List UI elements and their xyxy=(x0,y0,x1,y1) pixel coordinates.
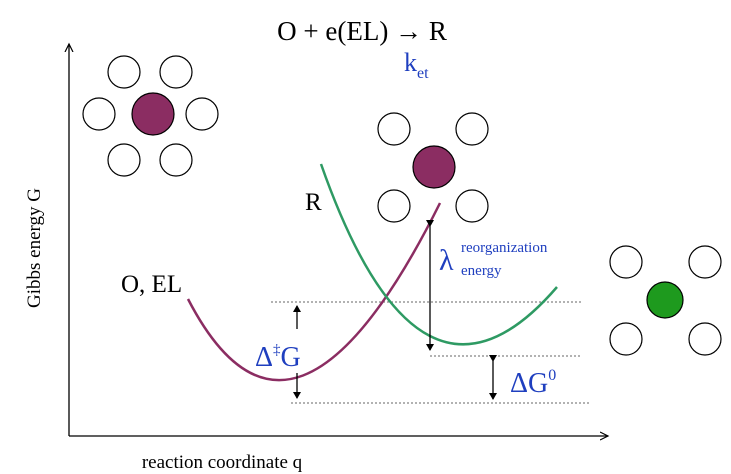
reactant-curve xyxy=(186,202,442,382)
reaction-equation: O + e(EL) → R xyxy=(277,16,447,46)
free-energy-text: ΔG xyxy=(510,368,548,399)
solvent-molecule xyxy=(107,55,141,89)
solvent-molecule xyxy=(688,322,722,356)
solvent-molecule xyxy=(159,143,193,177)
rate-constant-subscript: et xyxy=(417,65,429,82)
solvent-molecule xyxy=(107,143,141,177)
lambda-description-line1: reorganization xyxy=(461,240,548,256)
solvent-molecule xyxy=(455,189,489,223)
lambda-symbol: λ xyxy=(439,244,454,277)
solvent-molecule xyxy=(82,97,116,131)
activation-delta: Δ xyxy=(255,342,273,373)
central-ion-purple xyxy=(412,145,456,189)
activation-energy-label: Δ‡G xyxy=(255,342,301,373)
rate-constant-k: k xyxy=(404,48,417,77)
free-energy-superscript: 0 xyxy=(548,367,556,384)
solvation-cluster-product xyxy=(609,245,722,356)
solvent-molecule xyxy=(609,322,643,356)
solvent-molecule xyxy=(688,245,722,279)
solvation-cluster-transition xyxy=(377,112,489,223)
solvent-molecule xyxy=(377,189,411,223)
central-ion-purple xyxy=(131,92,175,136)
solvent-molecule xyxy=(159,55,193,89)
lambda-description-line2: energy xyxy=(461,263,502,279)
free-energy-label: ΔG0 xyxy=(510,367,556,399)
solvent-molecule xyxy=(455,112,489,146)
product-label: R xyxy=(305,189,322,216)
solvation-cluster-reactant xyxy=(82,55,219,177)
central-ion-green xyxy=(646,281,684,319)
activation-g: G xyxy=(281,342,301,373)
y-axis-label: Gibbs energy G xyxy=(24,188,45,308)
solvent-molecule xyxy=(609,245,643,279)
x-axis-label: reaction coordinate q xyxy=(142,452,303,473)
solvent-molecule xyxy=(185,97,219,131)
rate-constant: ket xyxy=(404,48,429,82)
solvent-molecule xyxy=(377,112,411,146)
reactant-label: O, EL xyxy=(121,271,182,298)
activation-dagger: ‡ xyxy=(273,342,281,358)
